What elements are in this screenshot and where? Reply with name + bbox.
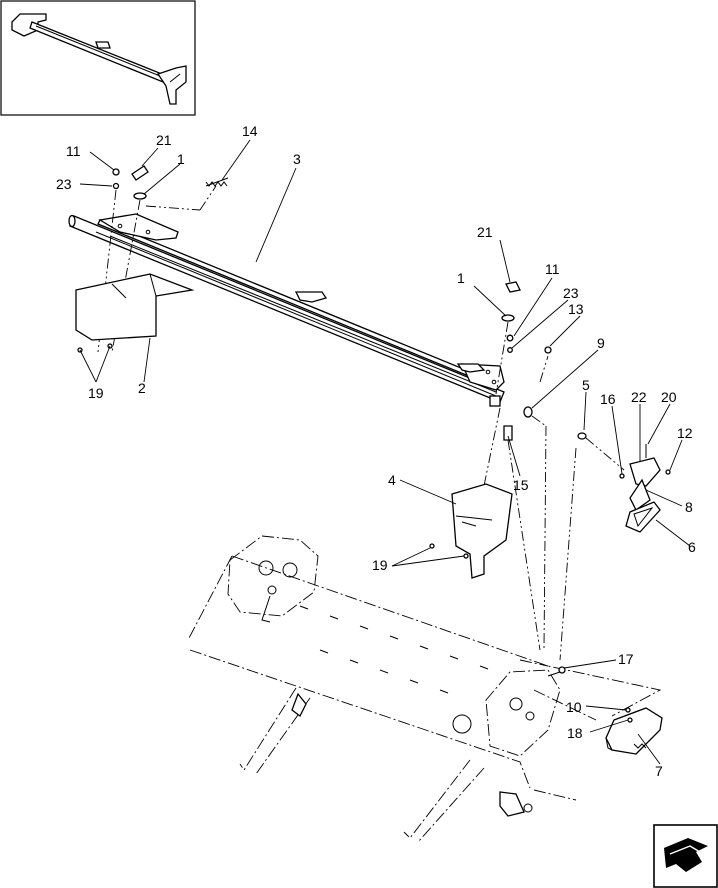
- callout-19-left: 19: [88, 385, 104, 401]
- callout-9: 9: [597, 335, 605, 351]
- callout-5: 5: [582, 377, 590, 393]
- callout-12: 12: [677, 425, 693, 441]
- callout-1-right: 1: [457, 270, 465, 286]
- callout-17: 17: [618, 651, 634, 667]
- spring: [205, 177, 229, 187]
- cross-tube: [68, 213, 505, 407]
- callout-15: 15: [513, 477, 529, 493]
- fastener-17: [547, 666, 566, 677]
- left-shield: [75, 273, 195, 353]
- next-page-arrow-icon[interactable]: [653, 824, 718, 888]
- callout-11-right: 11: [545, 261, 560, 277]
- callout-3: 3: [293, 151, 301, 167]
- right-shield: [429, 483, 513, 579]
- callout-8: 8: [685, 499, 693, 515]
- locator-inset: [0, 0, 196, 116]
- callout-14: 14: [242, 123, 258, 139]
- callout-23-left: 23: [56, 176, 72, 192]
- callout-11-left: 11: [66, 143, 81, 159]
- callout-22: 22: [631, 389, 647, 405]
- callout-7: 7: [655, 763, 663, 779]
- right-hardware-stack: [469, 281, 552, 651]
- callout-19-right: 19: [372, 557, 388, 573]
- callout-6: 6: [688, 539, 696, 555]
- leader-lines: [79, 139, 691, 765]
- callout-labels: 11 21 1 23 14 3 19 2 21 1 11 23 13 9 5 1…: [56, 123, 696, 779]
- callout-18: 18: [567, 725, 583, 741]
- callout-1-left: 1: [177, 151, 185, 167]
- callout-20: 20: [661, 389, 677, 405]
- callout-16: 16: [600, 391, 616, 407]
- callout-2: 2: [138, 380, 146, 396]
- callout-23-right: 23: [563, 285, 579, 301]
- callout-10: 10: [566, 699, 582, 715]
- callout-21-left: 21: [156, 132, 172, 148]
- lever-assembly: [559, 432, 671, 661]
- callout-4: 4: [388, 472, 396, 488]
- callout-13: 13: [568, 301, 584, 317]
- header-frame-phantom: [187, 535, 662, 843]
- lower-bracket: [605, 707, 663, 755]
- callout-21-right: 21: [477, 224, 493, 240]
